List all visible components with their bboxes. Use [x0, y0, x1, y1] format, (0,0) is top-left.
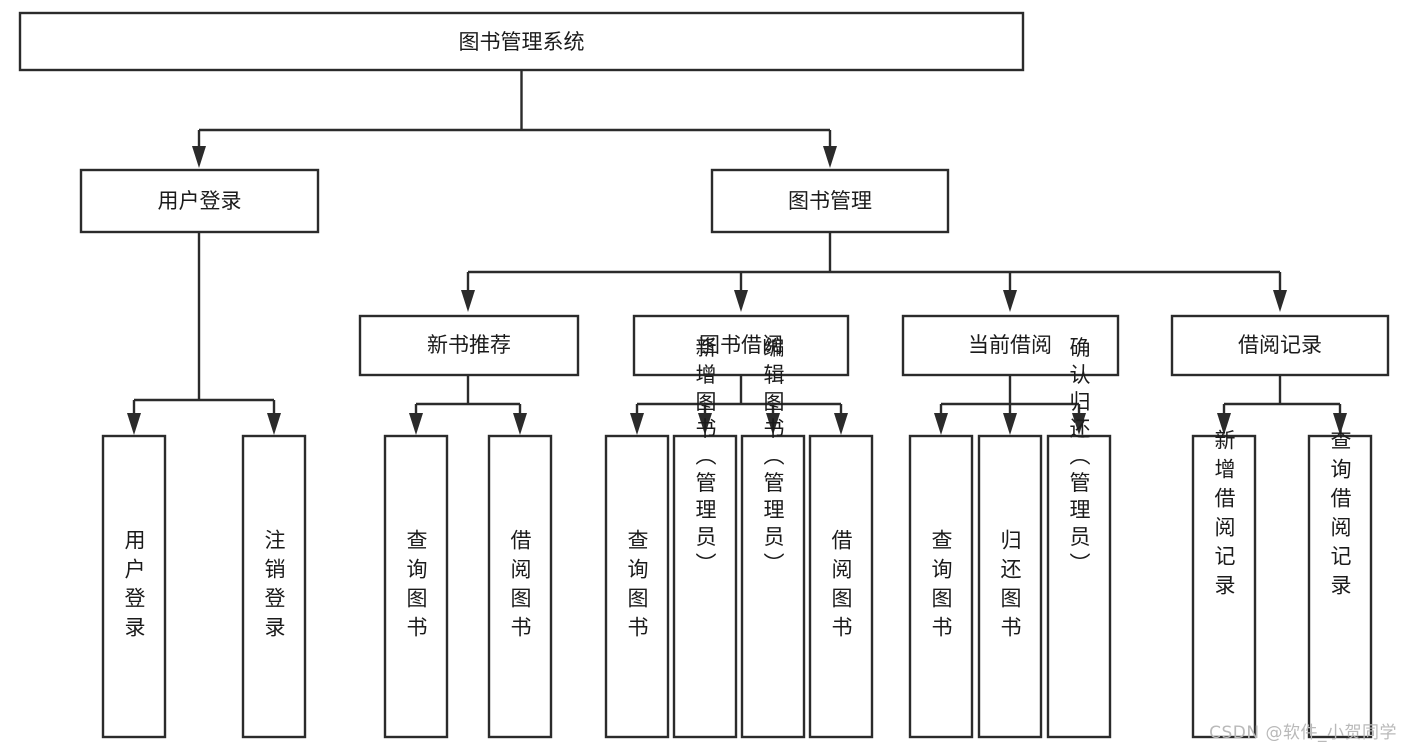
node-leaf-confirm-return-box[interactable]: [1046, 434, 1112, 739]
node-leaf-query-book-3-label: 查询图书: [929, 529, 953, 645]
node-leaf-return-book-box[interactable]: [977, 434, 1043, 739]
node-leaf-query-book-2-box[interactable]: [604, 434, 670, 739]
node-leaf-add-record-label: 新增借阅记录: [1212, 429, 1236, 603]
node-leaf-borrow-book-2[interactable]: 借阅图书: [808, 434, 874, 739]
node-user-login[interactable]: 用户登录: [79, 168, 320, 234]
arrow-to-leaf-query-book-3: [934, 413, 948, 435]
node-leaf-query-book-2[interactable]: 查询图书: [604, 434, 670, 739]
node-leaf-add-book[interactable]: 新增图书（管理员）: [672, 337, 738, 739]
node-current-borrow[interactable]: 当前借阅: [901, 314, 1120, 377]
node-new-book-rec-box[interactable]: [358, 314, 580, 377]
node-borrow-record-box[interactable]: [1170, 314, 1390, 377]
node-leaf-edit-book-label: 编辑图书（管理员）: [761, 337, 785, 580]
node-leaf-logout-label: 注销登录: [262, 529, 286, 645]
node-borrow-record[interactable]: 借阅记录: [1170, 314, 1390, 377]
arrow-to-leaf-query-record: [1333, 413, 1347, 435]
arrow-to-book-manage: [823, 146, 837, 168]
node-new-book-rec[interactable]: 新书推荐: [358, 314, 580, 377]
node-leaf-edit-book-box[interactable]: [740, 434, 806, 739]
node-leaf-return-book-label: 归还图书: [998, 529, 1022, 645]
node-leaf-add-book-label: 新增图书（管理员）: [693, 337, 717, 580]
node-user-login-label: 用户登录: [158, 189, 242, 213]
node-current-borrow-label: 当前借阅: [968, 333, 1052, 357]
node-leaf-add-book-box[interactable]: [672, 434, 738, 739]
node-leaf-query-book-1-box[interactable]: [383, 434, 449, 739]
connector-layer: [127, 70, 1347, 435]
arrow-to-leaf-borrow-book-2: [834, 413, 848, 435]
node-book-manage[interactable]: 图书管理: [710, 168, 950, 234]
node-leaf-borrow-book-1[interactable]: 借阅图书: [487, 434, 553, 739]
node-leaf-query-record-box[interactable]: [1307, 434, 1373, 739]
node-leaf-borrow-book-1-label: 借阅图书: [508, 529, 532, 645]
arrow-to-leaf-return-book: [1003, 413, 1017, 435]
node-leaf-return-book[interactable]: 归还图书: [977, 434, 1043, 739]
node-leaf-user-login-label: 用户登录: [122, 529, 146, 645]
csdn-watermark: CSDN @软件_小贺同学: [1209, 723, 1397, 743]
arrow-to-leaf-add-book: [698, 413, 712, 435]
node-book-manage-box[interactable]: [710, 168, 950, 234]
node-new-book-rec-label: 新书推荐: [427, 333, 511, 357]
node-leaf-borrow-book-1-box[interactable]: [487, 434, 553, 739]
node-leaf-query-record-label: 查询借阅记录: [1328, 429, 1352, 603]
node-leaf-query-book-3[interactable]: 查询图书: [908, 434, 974, 739]
arrow-to-leaf-confirm-return: [1072, 413, 1086, 435]
node-book-manage-label: 图书管理: [788, 189, 872, 213]
node-leaf-confirm-return-label: 确认归还（管理员）: [1067, 337, 1091, 580]
node-leaf-user-login-box[interactable]: [101, 434, 167, 739]
node-leaf-query-record[interactable]: 查询借阅记录: [1307, 429, 1373, 739]
arrow-to-user-login: [192, 146, 206, 168]
node-leaf-borrow-book-2-label: 借阅图书: [829, 529, 853, 645]
arrow-to-leaf-query-book-1: [409, 413, 423, 435]
node-leaf-borrow-book-2-box[interactable]: [808, 434, 874, 739]
arrow-to-borrow-record: [1273, 290, 1287, 312]
node-leaf-logout-box[interactable]: [241, 434, 307, 739]
arrow-to-leaf-user-login: [127, 413, 141, 435]
arrow-to-leaf-edit-book: [766, 413, 780, 435]
node-leaf-query-book-2-label: 查询图书: [625, 529, 649, 645]
arrow-to-leaf-query-book-2: [630, 413, 644, 435]
node-root-box[interactable]: [18, 11, 1025, 72]
arrow-to-current-borrow: [1003, 290, 1017, 312]
arrow-to-leaf-borrow-book-1: [513, 413, 527, 435]
node-leaf-add-record-box[interactable]: [1191, 434, 1257, 739]
node-leaf-confirm-return[interactable]: 确认归还（管理员）: [1046, 337, 1112, 739]
node-leaf-query-book-1[interactable]: 查询图书: [383, 434, 449, 739]
arrow-to-new-book-rec: [461, 290, 475, 312]
node-book-borrow-label: 图书借阅: [699, 333, 783, 357]
node-user-login-box[interactable]: [79, 168, 320, 234]
arrow-to-leaf-add-record: [1217, 413, 1231, 435]
node-book-borrow-box[interactable]: [632, 314, 850, 377]
node-leaf-query-book-3-box[interactable]: [908, 434, 974, 739]
node-leaf-logout[interactable]: 注销登录: [241, 434, 307, 739]
node-leaf-edit-book[interactable]: 编辑图书（管理员）: [740, 337, 806, 739]
arrow-to-leaf-logout: [267, 413, 281, 435]
node-root-label: 图书管理系统: [459, 30, 585, 54]
node-leaf-query-book-1-label: 查询图书: [404, 529, 428, 645]
arrow-to-book-borrow: [734, 290, 748, 312]
node-borrow-record-label: 借阅记录: [1238, 333, 1322, 357]
node-leaf-add-record[interactable]: 新增借阅记录: [1191, 429, 1257, 739]
node-root[interactable]: 图书管理系统: [18, 11, 1025, 72]
node-leaf-user-login[interactable]: 用户登录: [101, 434, 167, 739]
node-book-borrow[interactable]: 图书借阅: [632, 314, 850, 377]
node-current-borrow-box[interactable]: [901, 314, 1120, 377]
